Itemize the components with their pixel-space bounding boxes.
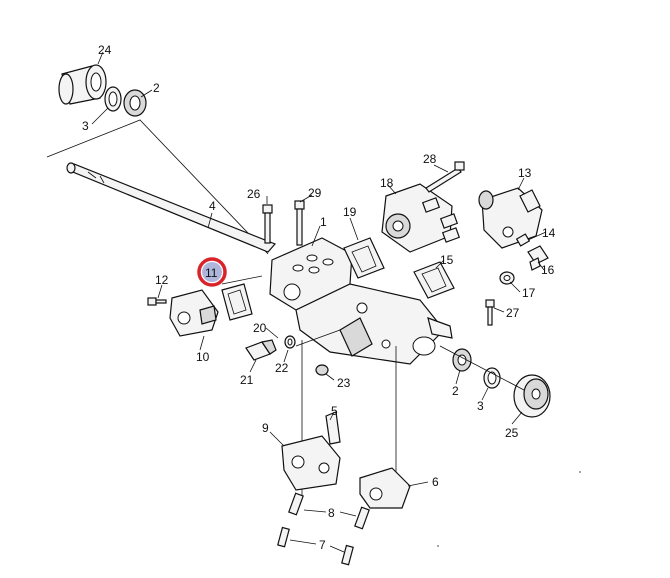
- callout-15: 15: [440, 253, 454, 267]
- callout-22: 22: [275, 361, 289, 375]
- part-14-fitting[interactable]: [515, 233, 531, 247]
- callout-27: 27: [506, 306, 520, 320]
- part-19-gasket[interactable]: [343, 237, 385, 279]
- part-27-bolt[interactable]: [485, 299, 495, 326]
- callout-17: 17: [522, 286, 536, 300]
- part-5-fork-arm[interactable]: [325, 411, 341, 445]
- callout-12: 12: [155, 273, 169, 287]
- callout-18: 18: [380, 176, 394, 190]
- part-2-bearing-lower[interactable]: [452, 348, 472, 372]
- callout-11[interactable]: 11: [205, 266, 218, 280]
- callout-19: 19: [343, 205, 357, 219]
- callout-2-top: 2: [153, 81, 160, 95]
- callout-13: 13: [518, 166, 532, 180]
- callout-7: 7: [319, 538, 326, 552]
- callout-28: 28: [423, 152, 437, 166]
- part-8-pin[interactable]: [288, 492, 370, 530]
- part-21-sensor[interactable]: [245, 339, 277, 361]
- callout-20: 20: [253, 321, 267, 335]
- part-9-shift-fork[interactable]: [281, 435, 341, 491]
- part-26-bolt[interactable]: [262, 204, 273, 244]
- callout-9: 9: [262, 421, 269, 435]
- part-25-pulley[interactable]: [513, 374, 551, 418]
- callout-3-lower: 3: [477, 399, 484, 413]
- part-24-sleeve[interactable]: [58, 64, 107, 105]
- callout-29: 29: [308, 186, 322, 200]
- callout-11-highlight[interactable]: [197, 257, 227, 287]
- part-3-seal[interactable]: [104, 86, 122, 112]
- part-23-plug[interactable]: [315, 364, 329, 376]
- part-11-gasket[interactable]: [221, 283, 253, 321]
- part-7-pin[interactable]: [277, 526, 354, 566]
- part-15-gasket[interactable]: [413, 261, 455, 299]
- callout-6: 6: [432, 475, 439, 489]
- callout-21: 21: [240, 373, 254, 387]
- callout-24: 24: [98, 43, 112, 57]
- callout-14: 14: [542, 226, 556, 240]
- part-6-shift-fork[interactable]: [359, 467, 411, 509]
- part-2-needle-bearing[interactable]: [123, 89, 147, 117]
- callout-4: 4: [209, 199, 216, 213]
- part-12-bolt[interactable]: [147, 297, 167, 306]
- part-3-seal-lower[interactable]: [483, 367, 501, 389]
- callout-8: 8: [328, 506, 335, 520]
- callout-16: 16: [541, 263, 555, 277]
- callout-10: 10: [196, 350, 210, 364]
- callout-1: 1: [320, 215, 327, 229]
- callout-2-lower: 2: [452, 384, 459, 398]
- part-22-washer[interactable]: [284, 335, 296, 349]
- callout-25: 25: [505, 426, 519, 440]
- part-17-washer[interactable]: [499, 271, 515, 285]
- part-13-control-valve[interactable]: [478, 187, 543, 249]
- part-4-shaft[interactable]: [66, 162, 277, 253]
- part-29-bolt[interactable]: [294, 200, 305, 246]
- part-16-fitting[interactable]: [527, 245, 549, 271]
- part-28-long-bolt[interactable]: [425, 161, 465, 193]
- callout-23: 23: [337, 376, 351, 390]
- callout-3-top: 3: [82, 119, 89, 133]
- part-10-cover[interactable]: [169, 289, 219, 337]
- part-1-housing[interactable]: [269, 237, 453, 365]
- part-18-hydraulic-pump[interactable]: [381, 183, 461, 253]
- callout-5: 5: [331, 404, 338, 418]
- callout-26: 26: [247, 187, 261, 201]
